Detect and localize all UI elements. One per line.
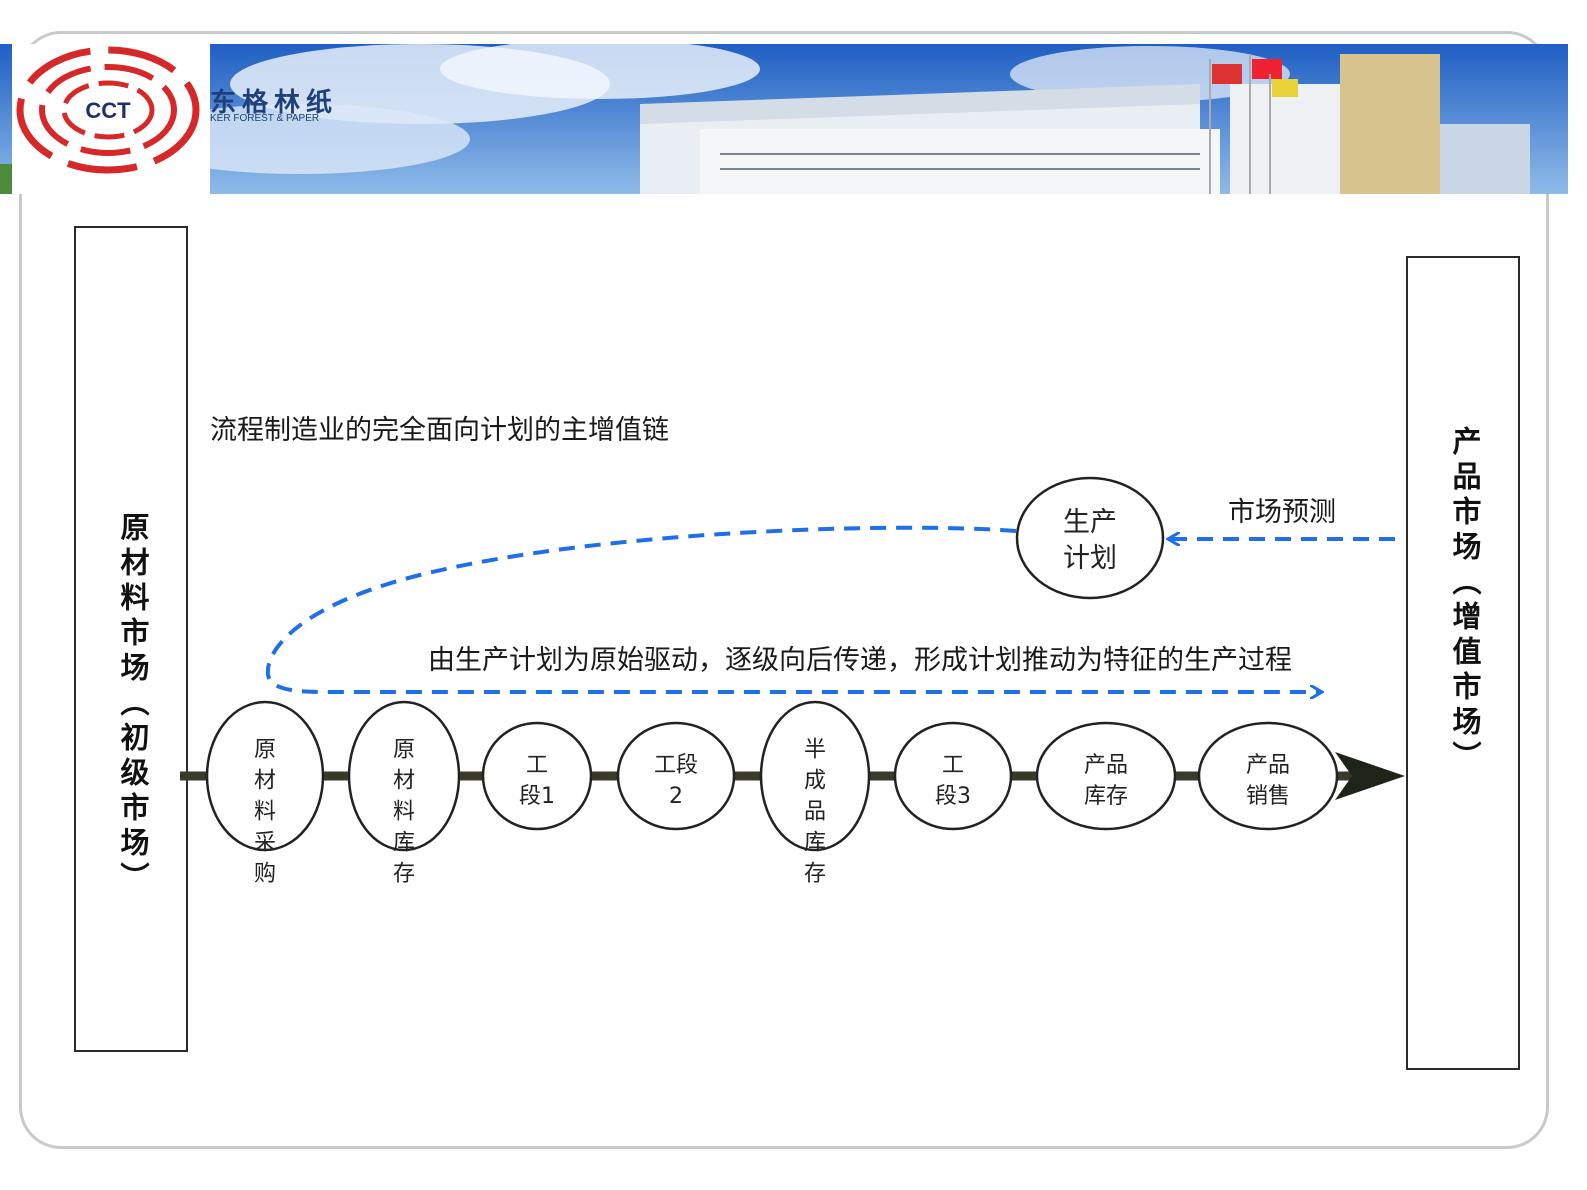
node-label-product-sales: 产品 销售 <box>1245 753 1291 809</box>
process-node <box>481 721 593 831</box>
company-name-en: KER FOREST & PAPER <box>210 113 320 124</box>
process-node <box>759 700 871 852</box>
svg-text:CCT: CCT <box>85 98 131 123</box>
process-node <box>1035 721 1177 831</box>
cct-logo-icon: CCT <box>16 46 200 174</box>
company-name-cn: 东格林纸 <box>210 88 339 118</box>
plan-push-arrow <box>265 525 1320 692</box>
slide-frame <box>19 31 1549 1149</box>
node-label-section-1: 工 段1 <box>519 753 555 809</box>
node-label-section-2: 工段 2 <box>653 753 699 809</box>
banner-photo <box>0 44 1568 194</box>
node-label-semi-inventory: 半成品库存 <box>803 737 826 887</box>
main-flow-arrowhead <box>1335 752 1405 800</box>
node-label-raw-purchase: 原材料采购 <box>253 737 276 887</box>
diagram-description: 由生产计划为原始驱动，逐级向后传递，形成计划推动为特征的生产过程 <box>428 645 1292 676</box>
process-node <box>205 700 325 852</box>
process-nodes <box>205 700 1339 852</box>
production-plan-node <box>1015 476 1165 600</box>
diagram-title: 流程制造业的完全面向计划的主增值链 <box>210 415 669 446</box>
product-market-box <box>1406 256 1520 1070</box>
node-label-product-inventory: 产品 库存 <box>1083 753 1129 809</box>
process-node <box>616 721 736 831</box>
process-node <box>893 721 1013 831</box>
raw-material-market-label: 原材料市场（初级市场） <box>116 512 150 897</box>
raw-material-market-box <box>74 226 188 1052</box>
node-label-section-3: 工 段3 <box>935 753 971 809</box>
header-banner <box>0 44 1568 194</box>
process-node <box>1197 721 1339 831</box>
company-logo: CCT <box>12 44 210 194</box>
production-plan-label: 生产 计划 <box>1063 507 1117 574</box>
market-forecast-label: 市场预测 <box>1228 497 1336 528</box>
product-market-label: 产品市场（增值市场） <box>1448 426 1482 776</box>
process-node <box>347 700 461 852</box>
node-label-raw-inventory: 原材料库存 <box>392 737 415 887</box>
